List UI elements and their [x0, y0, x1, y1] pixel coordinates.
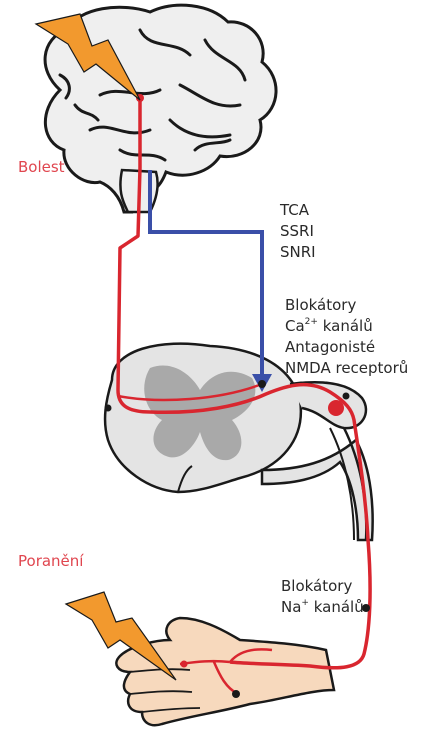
injury-label: Poranění — [18, 551, 83, 572]
ganglion-neuron — [328, 400, 344, 416]
drug-ssri: SSRI — [280, 221, 316, 242]
drug-tca: TCA — [280, 200, 316, 221]
peripheral-drug-list: Blokátory Na+ kanálů — [281, 576, 364, 618]
sodium-symbol: Na — [281, 598, 301, 616]
pain-label: Bolest — [18, 157, 65, 178]
sodium-charge: + — [301, 598, 309, 608]
spinal-drug-list: Blokátory Ca2+ kanálů Antagonisté NMDA r… — [285, 295, 408, 379]
drug-snri: SNRI — [280, 242, 316, 263]
spinal-line-3: Antagonisté — [285, 337, 408, 358]
peripheral-line-1: Blokátory — [281, 576, 364, 597]
calcium-charge: 2+ — [305, 317, 318, 327]
hand-illustration — [116, 618, 334, 725]
spinal-line-1: Blokátory — [285, 295, 408, 316]
spinal-line-4: NMDA receptorů — [285, 358, 408, 379]
calcium-symbol: Ca — [285, 317, 305, 335]
sodium-channels-text: kanálů — [309, 598, 364, 616]
spinal-line-2: Ca2+ kanálů — [285, 316, 408, 337]
calcium-channels-text: kanálů — [318, 317, 373, 335]
descending-drug-list: TCA SSRI SNRI — [280, 200, 316, 263]
peripheral-line-2: Na+ kanálů — [281, 597, 364, 618]
